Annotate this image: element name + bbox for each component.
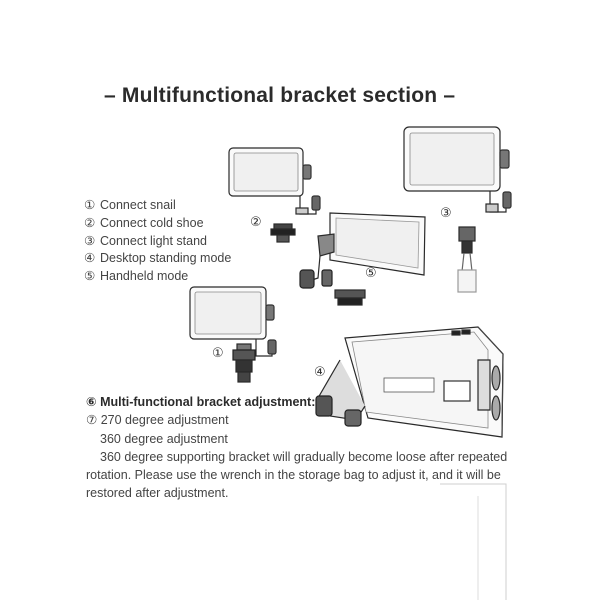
callout-3: ③ — [440, 205, 452, 220]
notes-line: rotation. Please use the wrench in the s… — [86, 468, 501, 483]
light-panel-snail — [189, 286, 277, 357]
notes-heading: ⑥ Multi-functional bracket adjustment: — [86, 395, 316, 409]
light-stand-adapter — [457, 226, 477, 293]
callout-2: ② — [250, 214, 262, 229]
notes-line: ⑦ 270 degree adjustment — [86, 413, 229, 428]
light-panel-cold-shoe — [228, 147, 321, 215]
cold-shoe-adapter — [270, 223, 296, 243]
notes-line: restored after adjustment. — [86, 486, 229, 501]
callout-4: ④ — [314, 364, 326, 379]
callout-1: ① — [212, 345, 224, 360]
section-title: – Multifunctional bracket section – — [104, 84, 456, 107]
notes-line: 360 degree supporting bracket will gradu… — [100, 449, 508, 464]
light-panel-light-stand — [403, 126, 512, 213]
light-panel-desktop — [315, 326, 504, 438]
light-panel-handheld — [299, 212, 426, 306]
snail-adapter — [232, 343, 256, 383]
adjustment-notes: ⑥ Multi-functional bracket adjustment: ⑦… — [86, 393, 507, 503]
notes-line: 360 degree adjustment — [100, 431, 228, 446]
callout-5: ⑤ — [365, 265, 377, 280]
